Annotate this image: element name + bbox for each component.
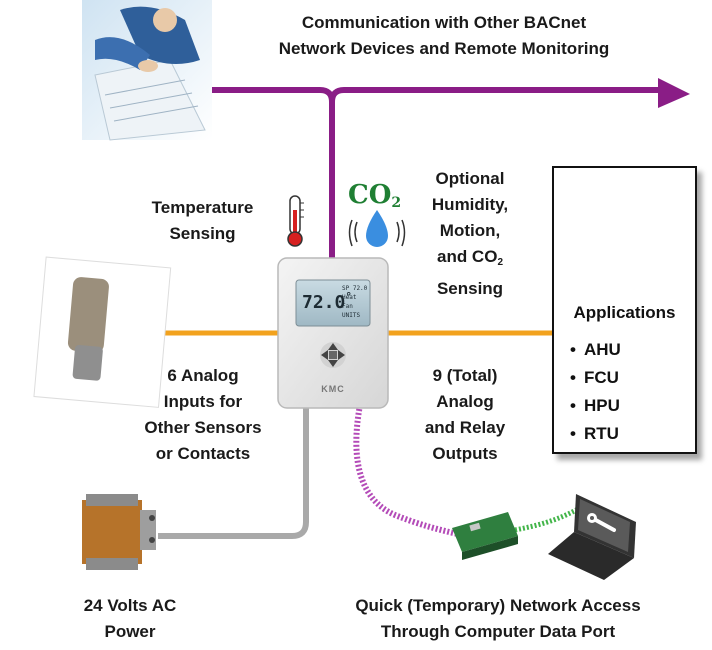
- power-label: 24 Volts AC Power: [83, 596, 177, 641]
- navigation-keypad-icon: [320, 342, 346, 368]
- list-item: HPU: [570, 392, 621, 420]
- outputs-label: 9 (Total) Analog and Relay Outputs: [424, 366, 506, 463]
- thermostat-temperature: 72.0°: [302, 290, 352, 313]
- power-line: [158, 408, 309, 539]
- office-image: [82, 0, 212, 141]
- list-item: RTU: [570, 420, 621, 448]
- analog-inputs-label: 6 Analog Inputs for Other Sensors or Con…: [144, 366, 262, 463]
- transformer-image: [82, 494, 156, 570]
- applications-list: AHU FCU HPU RTU: [570, 336, 621, 448]
- thermostat-brand-logo: KMC: [321, 384, 345, 394]
- bacnet-line-branch: [329, 87, 662, 103]
- list-item: FCU: [570, 364, 621, 392]
- humidity-drop-icon: [348, 210, 406, 247]
- data-cable: [353, 404, 463, 538]
- arrow-head-icon: [658, 78, 690, 108]
- thermostat-controller: [277, 257, 389, 409]
- communication-label: Communication with Other BACnet Network …: [278, 13, 610, 58]
- network-adapter-image: [452, 512, 518, 560]
- thermometer-icon: [287, 195, 304, 247]
- applications-box: Applications AHU FCU HPU RTU: [552, 166, 697, 454]
- co2-icon: CO2: [348, 180, 402, 211]
- laptop-image: [548, 494, 636, 580]
- list-item: AHU: [570, 336, 621, 364]
- optional-sensing-label: Optional Humidity, Motion, and CO2 Sensi…: [431, 169, 509, 298]
- applications-title: Applications: [573, 303, 676, 322]
- temperature-sensing-label: Temperature Sensing: [151, 198, 254, 243]
- green-cable: [514, 502, 587, 533]
- network-access-label: Quick (Temporary) Network Access Through…: [355, 596, 641, 641]
- sensor-device-image: [33, 256, 172, 408]
- wrench-icon: [587, 513, 616, 532]
- thermostat-screen-lines: SP 72.0 Heat Fan UNITS: [342, 285, 368, 319]
